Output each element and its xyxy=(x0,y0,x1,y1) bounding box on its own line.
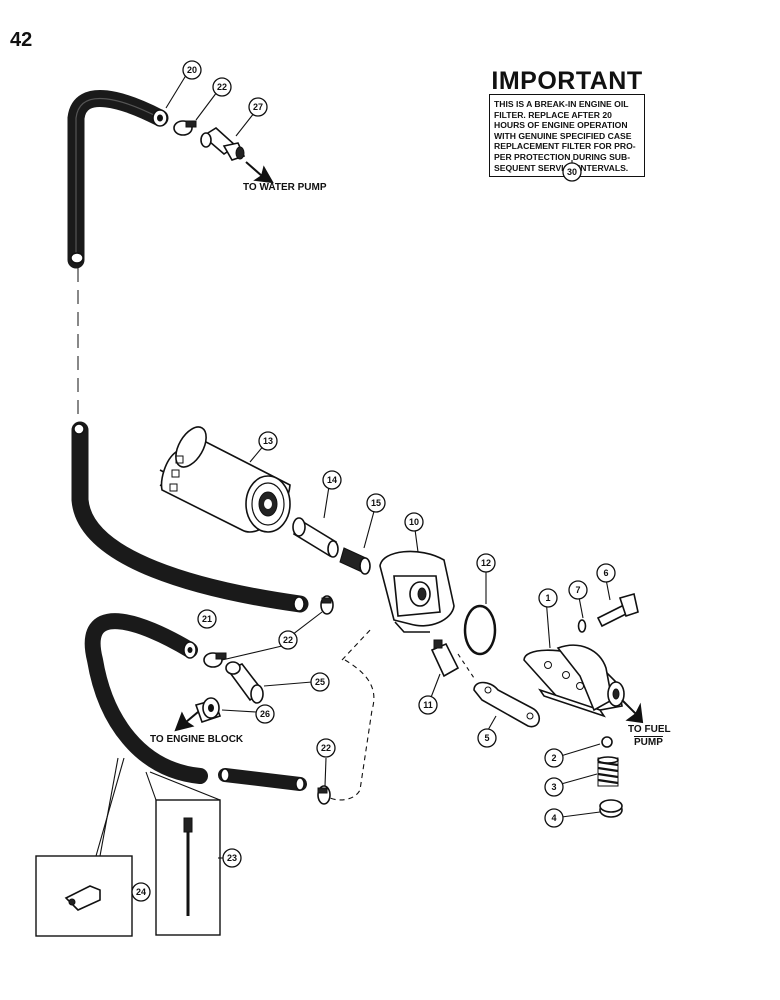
callout-23: 23 xyxy=(222,848,242,868)
callout-25: 25 xyxy=(310,672,330,692)
callout-22: 22 xyxy=(316,738,336,758)
svg-text:11: 11 xyxy=(423,700,433,710)
callout-5: 5 xyxy=(477,728,497,748)
svg-text:27: 27 xyxy=(253,102,263,112)
svg-text:23: 23 xyxy=(227,853,237,863)
callout-1: 1 xyxy=(538,588,558,608)
callout-4: 4 xyxy=(544,808,564,828)
svg-text:21: 21 xyxy=(202,614,212,624)
pump-label: PUMP xyxy=(634,737,663,748)
svg-text:13: 13 xyxy=(263,436,273,446)
filter-adapter-10 xyxy=(379,550,455,633)
svg-text:22: 22 xyxy=(283,635,293,645)
cable-tie-23 xyxy=(183,817,193,833)
arrow-to-engine-block xyxy=(174,711,199,732)
svg-text:2: 2 xyxy=(551,753,556,763)
arrow-to-fuel-pump xyxy=(621,699,644,724)
callout-22: 22 xyxy=(278,630,298,650)
notice-line: SEQUENT SERVICE INTERVALS. xyxy=(494,162,629,173)
hose-clamp-22-top-right xyxy=(320,595,334,615)
callout-7: 7 xyxy=(568,580,588,600)
callout-22: 22 xyxy=(212,77,232,97)
fitting-11 xyxy=(430,639,460,678)
nipple-15 xyxy=(339,547,371,575)
hose-21 xyxy=(84,613,208,784)
hose-short xyxy=(218,768,307,791)
svg-text:5: 5 xyxy=(484,733,489,743)
callout-3: 3 xyxy=(544,777,564,797)
svg-text:26: 26 xyxy=(260,709,270,719)
notice-line: HOURS OF ENGINE OPERATION xyxy=(494,120,628,131)
check-ball-2 xyxy=(601,736,613,748)
page-number: 42 xyxy=(10,29,33,51)
connection-dash-line xyxy=(457,653,475,679)
fitting-26 xyxy=(194,697,222,724)
svg-text:15: 15 xyxy=(371,498,381,508)
fitting-27 xyxy=(200,127,246,161)
connection-dash-line xyxy=(341,627,373,661)
callout-12: 12 xyxy=(476,553,496,573)
inset-24 xyxy=(35,757,133,937)
callout-21: 21 xyxy=(197,609,217,629)
callout-30: 30 xyxy=(562,162,582,182)
bolt-6 xyxy=(596,592,639,628)
callout-26: 26 xyxy=(255,704,275,724)
svg-text:25: 25 xyxy=(315,677,325,687)
notice-heading: IMPORTANT xyxy=(491,67,643,95)
svg-text:7: 7 xyxy=(575,585,580,595)
plug-4 xyxy=(599,799,623,818)
notice-line: THIS IS A BREAK-IN ENGINE OIL xyxy=(494,99,629,109)
callout-11: 11 xyxy=(418,695,438,715)
callout-24: 24 xyxy=(131,882,151,902)
svg-text:12: 12 xyxy=(481,558,491,568)
washer-7 xyxy=(577,619,587,633)
notice-line: PER PROTECTION DURING SUB- xyxy=(494,151,631,162)
arrow-to-water-pump xyxy=(245,161,274,184)
hose-20 xyxy=(67,90,169,269)
oil-pump-housing-1 xyxy=(523,644,625,718)
callout-2: 2 xyxy=(544,748,564,768)
to-engine-block-label: TO ENGINE BLOCK xyxy=(150,734,244,745)
o-ring-12 xyxy=(463,604,497,656)
svg-text:20: 20 xyxy=(187,65,197,75)
hose-clamp-22-upper xyxy=(173,120,197,136)
notice-line: WITH GENUINE SPECIFIED CASE xyxy=(494,130,632,141)
notice-line: REPLACEMENT FILTER FOR PRO- xyxy=(494,141,636,152)
hose-clamp-22-lower xyxy=(317,785,331,805)
svg-text:30: 30 xyxy=(567,167,577,177)
oil-filter-13 xyxy=(159,426,291,533)
svg-text:6: 6 xyxy=(603,568,608,578)
callout-20: 20 xyxy=(182,60,202,80)
spring-3 xyxy=(597,756,619,787)
elbow-fitting-25 xyxy=(225,661,264,704)
to-fuel-label: TO FUEL xyxy=(628,724,671,735)
gasket-5 xyxy=(473,681,540,728)
svg-text:3: 3 xyxy=(551,782,556,792)
to-water-pump-label: TO WATER PUMP xyxy=(243,182,327,193)
svg-text:22: 22 xyxy=(321,743,331,753)
callout-14: 14 xyxy=(322,470,342,490)
callout-27: 27 xyxy=(248,97,268,117)
adapter-14 xyxy=(292,517,339,558)
notice-line: FILTER. REPLACE AFTER 20 xyxy=(494,109,612,120)
svg-text:22: 22 xyxy=(217,82,227,92)
svg-text:4: 4 xyxy=(551,813,556,823)
svg-text:1: 1 xyxy=(545,593,550,603)
connection-dash-line xyxy=(329,659,375,801)
hose-lower-long xyxy=(71,421,309,613)
callout-15: 15 xyxy=(366,493,386,513)
callout-6: 6 xyxy=(596,563,616,583)
inset-23 xyxy=(145,771,221,936)
callout-13: 13 xyxy=(258,431,278,451)
svg-text:14: 14 xyxy=(327,475,337,485)
svg-text:24: 24 xyxy=(136,887,146,897)
callout-10: 10 xyxy=(404,512,424,532)
svg-text:10: 10 xyxy=(409,517,419,527)
